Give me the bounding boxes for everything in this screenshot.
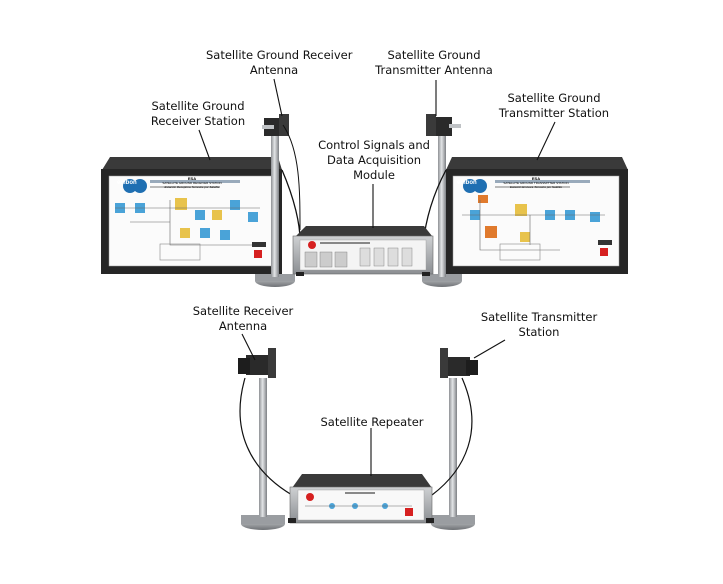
panel-title: SATELLITE GROUND RECEIVER STATION <box>162 181 222 185</box>
leader-lines <box>198 78 556 476</box>
label-line: Antenna <box>249 63 299 77</box>
label-ground-receiver-station: Satellite Ground Receiver Station <box>140 99 256 129</box>
label-line: Control Signals and <box>318 138 430 152</box>
panel-title: SATELLITE GROUND TRANSMITTER STATION <box>503 181 569 185</box>
label-satellite-repeater: Satellite Repeater <box>314 415 430 430</box>
label-line: Satellite Ground Receiver <box>206 48 353 62</box>
label-line: Satellite Ground <box>387 48 481 62</box>
label-line: Module <box>353 168 395 182</box>
label-line: Satellite Transmitter <box>480 310 598 324</box>
ground-receiver-station <box>101 157 282 274</box>
label-satellite-transmitter-station: Satellite Transmitter Station <box>478 310 600 340</box>
panel-subtitle: Estación Receptora Terrestre por Satélit… <box>164 185 220 189</box>
label-line: Satellite Ground <box>151 99 245 113</box>
panel-subtitle: Estación Emisora Terrestre por Satélite <box>509 185 563 189</box>
panel-code: ESA <box>187 176 197 181</box>
ground-transmitter-station <box>446 157 628 274</box>
receiver-panel-schematic <box>115 179 266 261</box>
transmitter-panel-header: ESA SATELLITE GROUND TRANSMITTER STATION… <box>494 176 578 190</box>
label-line: Data Acquisition <box>326 153 422 167</box>
label-ground-receiver-antenna: Satellite Ground Receiver Antenna <box>206 48 353 78</box>
label-line: Receiver Station <box>150 114 246 128</box>
panel-code: ESA <box>531 176 541 181</box>
label-line: Transmitter Station <box>498 106 610 120</box>
control-module <box>292 226 434 276</box>
label-control-module: Control Signals and Data Acquisition Mod… <box>316 138 432 183</box>
satellite-receiver-antenna <box>238 348 285 530</box>
label-line: Satellite Receiver <box>192 304 294 318</box>
label-line: Satellite Ground <box>507 91 601 105</box>
satellite-repeater <box>288 474 434 524</box>
label-satellite-receiver-antenna: Satellite Receiver Antenna <box>186 304 300 334</box>
receiver-panel-header: ESA SATELLITE GROUND RECEIVER STATION Es… <box>150 176 234 190</box>
label-line: Station <box>518 325 560 339</box>
ground-transmitter-antenna <box>422 114 462 287</box>
label-line: Antenna <box>218 319 268 333</box>
satellite-transmitter-antenna <box>431 348 478 530</box>
label-ground-transmitter-antenna: Satellite Ground Transmitter Antenna <box>372 48 496 78</box>
receiver-brand-logo: edibon <box>117 180 137 186</box>
transmitter-panel-schematic <box>462 179 612 261</box>
label-line: Satellite Repeater <box>320 415 424 429</box>
transmitter-brand-logo: edibon <box>457 180 477 186</box>
label-line: Transmitter Antenna <box>375 63 493 77</box>
label-ground-transmitter-station: Satellite Ground Transmitter Station <box>494 91 614 121</box>
ground-receiver-antenna <box>255 114 295 287</box>
